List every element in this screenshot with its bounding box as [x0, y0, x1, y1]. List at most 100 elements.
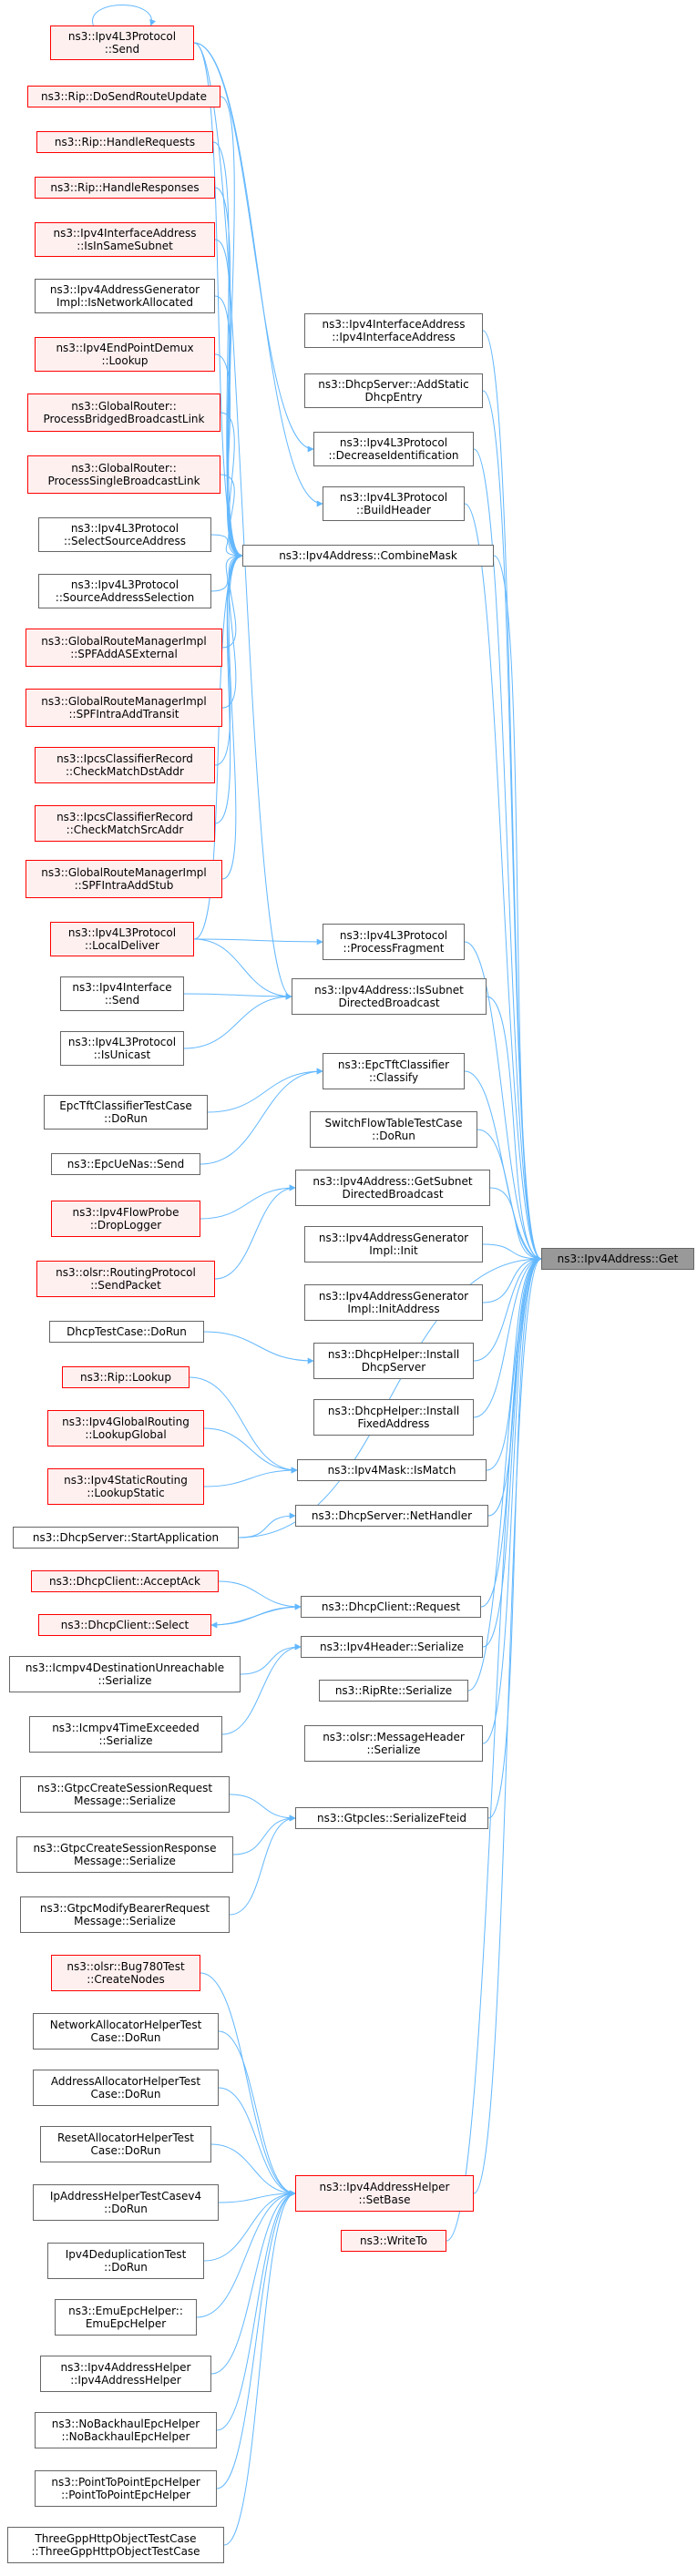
node-label-line: ns3::Ipv4L3Protocol: [67, 30, 177, 43]
node-ipv4addresshelper-ipv4addresshelper[interactable]: ns3::Ipv4AddressHelper::Ipv4AddressHelpe…: [40, 2356, 211, 2392]
node-riprte-serialize[interactable]: ns3::RipRte::Serialize: [319, 1680, 468, 1702]
edge-ipcsclassifierrecord-checkmatchdstaddr-to-ipv4address-combinemask: [214, 552, 243, 766]
node-ipv4staticrouting-lookupstatic[interactable]: ns3::Ipv4StaticRouting::LookupStatic: [47, 1468, 204, 1505]
node-ipcsclassifierrecord-checkmatchdstaddr[interactable]: ns3::IpcsClassifierRecord::CheckMatchDst…: [35, 747, 215, 783]
node-icmpv4destinationunreachable-serialize[interactable]: ns3::Icmpv4DestinationUnreachable::Seria…: [9, 1656, 241, 1692]
node-ipv4header-serialize[interactable]: ns3::Ipv4Header::Serialize: [301, 1636, 483, 1658]
node-ipv4endpointdemux-lookup[interactable]: ns3::Ipv4EndPointDemux::Lookup: [35, 337, 215, 372]
node-globalroutemanagerimpl-spfaddasexternal[interactable]: ns3::GlobalRouteManagerImpl::SPFAddASExt…: [26, 629, 222, 667]
node-dhcpclient-acceptack[interactable]: ns3::DhcpClient::AcceptAck: [31, 1570, 219, 1592]
node-ipv4interface-send[interactable]: ns3::Ipv4Interface::Send: [60, 976, 184, 1011]
node-globalrouter-processbridgedbroadcastlink[interactable]: ns3::GlobalRouter::ProcessBridgedBroadca…: [27, 394, 220, 432]
node-label-line: ::DecreaseIdentification: [328, 449, 459, 462]
node-label-line: ns3::Rip::HandleRequests: [54, 136, 196, 148]
node-ipv4l3protocol-buildheader[interactable]: ns3::Ipv4L3Protocol::BuildHeader: [323, 486, 465, 521]
node-label-line: ns3::NoBackhaulEpcHelper: [51, 2418, 200, 2430]
node-label-line: ns3::Ipv4AddressHelper: [60, 2361, 191, 2374]
node-label-line: ::ThreeGppHttpObjectTestCase: [31, 2545, 200, 2558]
node-label-line: ::SendPacket: [90, 1279, 161, 1292]
node-ipaddresshelpertestcasev4-dorun[interactable]: IpAddressHelperTestCasev4::DoRun: [33, 2184, 219, 2221]
node-ipv4l3protocol-processfragment[interactable]: ns3::Ipv4L3Protocol::ProcessFragment: [323, 924, 465, 960]
node-nobackhaulepchelper-nobackhaulepchelper[interactable]: ns3::NoBackhaulEpcHelper::NoBackhaulEpcH…: [35, 2412, 217, 2448]
node-label-line: EmuEpcHelper: [85, 2317, 167, 2330]
node-globalroutemanagerimpl-spfintraaddtransit[interactable]: ns3::GlobalRouteManagerImpl::SPFIntraAdd…: [26, 689, 222, 727]
node-label-line: EpcTftClassifierTestCase: [59, 1099, 192, 1112]
edge-globalroutemanagerimpl-spfintraaddstub-to-ipv4address-combinemask: [221, 552, 243, 880]
node-gtpcies-serializefteid[interactable]: ns3::GtpcIes::SerializeFteid: [295, 1807, 488, 1829]
node-label-line: ns3::Ipv4StaticRouting: [64, 1474, 188, 1487]
node-ipv4l3protocol-sourceaddressselection[interactable]: ns3::Ipv4L3Protocol::SourceAddressSelect…: [38, 574, 211, 608]
node-switchflowtabletestcase-dorun[interactable]: SwitchFlowTableTestCase::DoRun: [310, 1111, 477, 1148]
node-rip-handlerequests[interactable]: ns3::Rip::HandleRequests: [36, 131, 213, 153]
node-label-line: ::Ipv4InterfaceAddress: [332, 331, 456, 343]
node-ipv4interfaceaddress-isinsamesubnet[interactable]: ns3::Ipv4InterfaceAddress::IsInSameSubne…: [35, 222, 215, 257]
node-globalrouter-processsinglebroadcastlink[interactable]: ns3::GlobalRouter::ProcessSingleBroadcas…: [27, 455, 220, 494]
node-olsr-routingprotocol-sendpacket[interactable]: ns3::olsr::RoutingProtocol::SendPacket: [36, 1261, 215, 1297]
node-label-line: ns3::Ipv4Address::CombineMask: [279, 549, 457, 562]
edge-rip-dosendrouteupdate-to-ipv4address-combinemask: [220, 96, 243, 559]
node-ipv4l3protocol-localdeliver[interactable]: ns3::Ipv4L3Protocol::LocalDeliver: [50, 922, 194, 956]
node-label-line: ns3::Rip::DoSendRouteUpdate: [40, 90, 208, 103]
node-label-line: ns3::DhcpHelper::Install: [327, 1405, 460, 1417]
node-epctftclassifiertestcase-dorun[interactable]: EpcTftClassifierTestCase::DoRun: [44, 1095, 208, 1130]
node-label-line: ::CheckMatchSrcAddr: [66, 823, 184, 836]
node-ipv4deduplicationtest-dorun[interactable]: Ipv4DeduplicationTest::DoRun: [47, 2243, 204, 2279]
node-label-line: ns3::olsr::Bug780Test: [67, 1960, 185, 1973]
node-dhcpserver-nethandler[interactable]: ns3::DhcpServer::NetHandler: [295, 1505, 488, 1527]
node-ipv4address-combinemask[interactable]: ns3::Ipv4Address::CombineMask: [242, 545, 494, 567]
edge-nobackhaulepchelper-nobackhaulepchelper-to-ipv4addresshelper-setbase: [216, 2190, 296, 2431]
edge-resetallocatorhelpertestcase-dorun-to-ipv4addresshelper-setbase: [210, 2143, 296, 2197]
node-rip-lookup[interactable]: ns3::Rip::Lookup: [62, 1366, 190, 1388]
node-label-line: DirectedBroadcast: [342, 1188, 444, 1201]
node-label-line: ns3::Icmpv4DestinationUnreachable: [25, 1661, 225, 1674]
node-label-line: ns3::Ipv4L3Protocol: [339, 436, 448, 449]
node-rip-dosendrouteupdate[interactable]: ns3::Rip::DoSendRouteUpdate: [27, 86, 220, 107]
node-icmpv4timeexceeded-serialize[interactable]: ns3::Icmpv4TimeExceeded::Serialize: [29, 1716, 222, 1753]
node-ipv4globalrouting-lookupglobal[interactable]: ns3::Ipv4GlobalRouting::LookupGlobal: [47, 1410, 204, 1446]
node-label-line: ns3::olsr::MessageHeader: [323, 1731, 465, 1743]
node-ipv4l3protocol-send[interactable]: ns3::Ipv4L3Protocol::Send: [50, 26, 194, 60]
node-dhcpserver-startapplication[interactable]: ns3::DhcpServer::StartApplication: [13, 1527, 239, 1549]
node-pointtopointepchelper-pointtopointepchelper[interactable]: ns3::PointToPointEpcHelper::PointToPoint…: [35, 2470, 217, 2507]
node-ipv4mask-ismatch[interactable]: ns3::Ipv4Mask::IsMatch: [297, 1459, 487, 1481]
node-epctftclassifier-classify[interactable]: ns3::EpcTftClassifier::Classify: [323, 1053, 465, 1089]
node-ipv4l3protocol-isunicast[interactable]: ns3::Ipv4L3Protocol::IsUnicast: [60, 1031, 184, 1066]
node-ipcsclassifierrecord-checkmatchsrcaddr[interactable]: ns3::IpcsClassifierRecord::CheckMatchSrc…: [35, 805, 215, 842]
node-ipv4l3protocol-selectsourceaddress[interactable]: ns3::Ipv4L3Protocol::SelectSourceAddress: [38, 517, 211, 552]
node-olsr-messageheader-serialize[interactable]: ns3::olsr::MessageHeader::Serialize: [304, 1725, 483, 1762]
node-ipv4l3protocol-decreaseidentification[interactable]: ns3::Ipv4L3Protocol::DecreaseIdentificat…: [313, 432, 474, 466]
node-dhcpclient-request[interactable]: ns3::DhcpClient::Request: [301, 1596, 481, 1618]
node-ipv4flowprobe-droplogger[interactable]: ns3::Ipv4FlowProbe::DropLogger: [51, 1201, 200, 1237]
edge-ipv4l3protocol-processfragment-to-ipv4address-get: [464, 941, 542, 1262]
node-ipv4addresshelper-setbase[interactable]: ns3::Ipv4AddressHelper::SetBase: [295, 2175, 474, 2212]
node-dhcpclient-select[interactable]: ns3::DhcpClient::Select: [38, 1614, 211, 1636]
node-olsr-bug780test-createnodes[interactable]: ns3::olsr::Bug780Test::CreateNodes: [51, 1955, 200, 1991]
node-threegpphttpobjecttestcase-threegpphttpobjecttestcase[interactable]: ThreeGppHttpObjectTestCase::ThreeGppHttp…: [7, 2527, 224, 2563]
node-epcuenas-send[interactable]: ns3::EpcUeNas::Send: [51, 1153, 200, 1175]
edge-globalroutemanagerimpl-spfintraaddtransit-to-ipv4address-combinemask: [221, 552, 243, 709]
edge-gtpccreatesessionrequestmessage-serialize-to-gtpcies-serializefteid: [229, 1794, 296, 1822]
node-emuepchelper-emuepchelper[interactable]: ns3::EmuEpcHelper::EmuEpcHelper: [55, 2299, 197, 2336]
node-dhcptestcase-dorun[interactable]: DhcpTestCase::DoRun: [49, 1321, 204, 1343]
node-globalroutemanagerimpl-spfintraaddstub[interactable]: ns3::GlobalRouteManagerImpl::SPFIntraAdd…: [26, 860, 222, 898]
node-ipv4interfaceaddress-ipv4interfaceaddress[interactable]: ns3::Ipv4InterfaceAddress::Ipv4Interface…: [304, 313, 483, 348]
node-writeto[interactable]: ns3::WriteTo: [341, 2230, 446, 2252]
node-rip-handleresponses[interactable]: ns3::Rip::HandleResponses: [35, 177, 215, 199]
edge-networkallocatorhelpertestcase-dorun-to-ipv4addresshelper-setbase: [218, 2030, 296, 2197]
edge-ipv4addressgeneratorimpl-init-to-ipv4address-get: [482, 1243, 542, 1262]
edge-ipv4l3protocol-isunicast-to-ipv4address-issubnetdirectedbroadcast: [183, 993, 292, 1049]
